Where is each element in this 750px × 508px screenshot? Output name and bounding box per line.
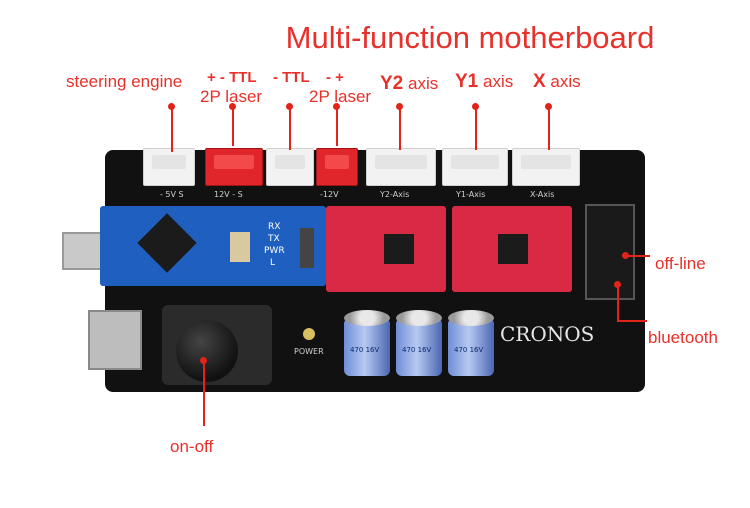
label-off-line: off-line [655,254,706,273]
nano-l: L [270,258,276,268]
leader-steering [171,106,173,152]
pin-header [300,228,314,268]
leader-laser2 [336,106,338,146]
nano-rx: RX [268,222,281,232]
capacitor-1: 470 16V [344,310,390,376]
leader-y2 [399,106,401,150]
x-axis-connector [512,148,580,186]
leader-laser2-dot [333,103,340,110]
capacitor-3-text: 470 16V [454,346,484,354]
cronos-logo: CRONOS [500,322,595,346]
label-laser2-polarity-b: - + [326,69,344,86]
silk-x: X-Axis [530,190,555,199]
capacitor-3: 470 16V [448,310,494,376]
leader-bluetooth-v [617,284,619,322]
label-laser2-polarity-a: - TTL [273,69,310,86]
label-bluetooth: bluetooth [648,328,718,347]
leader-y2-dot [396,103,403,110]
leader-steering-dot [168,103,175,110]
leader-offline-dot [622,252,629,259]
y2-axis-connector [366,148,436,186]
label-laser1-polarity: + - TTL [207,69,257,86]
diagram-title: Multi-function motherboard [285,20,655,55]
reset-button [230,232,250,262]
usb-b-port [88,310,142,370]
nano-pwr: PWR [264,246,285,256]
y1-axis-connector [442,148,508,186]
label-x-axis: X axis [533,71,581,92]
silk-y2: Y2-Axis [380,190,410,199]
label-y1-axis: Y1 axis [455,71,514,92]
silk-12v-a: 12V - S [214,190,243,199]
leader-y1-dot [472,103,479,110]
silk-5v: - 5V S [160,190,184,199]
leader-x [548,106,550,150]
silk-y1: Y1-Axis [456,190,486,199]
on-off-joystick [176,320,238,382]
nano-tx: TX [268,234,280,244]
leader-bluetooth-dot [614,281,621,288]
leader-ttl-dot [286,103,293,110]
leader-ttl [289,106,291,150]
label-on-off: on-off [170,437,214,456]
leader-x-dot [545,103,552,110]
stepper-driver-1 [326,206,446,292]
leader-laser1-dot [229,103,236,110]
capacitor-2-text: 470 16V [402,346,432,354]
steering-connector [143,148,195,186]
leader-onoff [203,360,205,426]
leader-y1 [475,106,477,150]
capacitor-2: 470 16V [396,310,442,376]
leader-offline [625,255,650,257]
leader-laser1 [232,106,234,146]
driver-chip-1 [384,234,414,264]
ttl-connector [266,148,314,186]
stepper-driver-2 [452,206,572,292]
laser1-connector [205,148,263,186]
mcu-chip [137,213,197,273]
leader-onoff-dot [200,357,207,364]
leader-bluetooth-h [617,320,647,322]
laser2-connector [316,148,358,186]
silk-power: POWER [294,347,324,356]
label-laser1-name: 2P laser [200,87,263,106]
label-steering-engine: steering engine [66,72,183,91]
arduino-nano: RX TX PWR L [100,206,326,286]
driver-chip-2 [498,234,528,264]
label-laser2-name: 2P laser [309,87,372,106]
silk-12v-b: -12V [320,190,339,199]
capacitor-1-text: 470 16V [350,346,380,354]
power-led [303,328,315,340]
label-y2-axis: Y2 axis [380,73,439,94]
